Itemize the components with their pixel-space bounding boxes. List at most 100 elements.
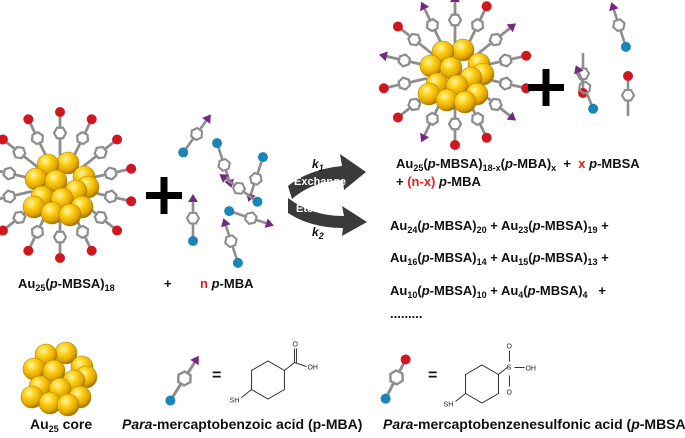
ligand-stick <box>256 158 264 175</box>
carboxyl-head <box>609 2 619 12</box>
ligand <box>165 355 199 406</box>
sulfonate-head <box>86 245 97 256</box>
ligand <box>52 107 68 157</box>
sulfonate-head <box>23 245 34 256</box>
ligand <box>71 114 97 160</box>
etching-label: Etching <box>296 203 337 215</box>
bond <box>498 366 509 375</box>
ligand-stick <box>13 190 33 197</box>
sulfonate-head <box>400 354 411 365</box>
thiol-end <box>588 103 599 114</box>
benzene-ring <box>176 370 192 387</box>
ligand <box>219 174 263 207</box>
ligand-stick <box>183 137 195 152</box>
ligand-stick <box>423 122 432 137</box>
exchange-arrow <box>288 154 366 199</box>
carboxyl-head <box>224 178 234 188</box>
legend-equals-mbsa: = <box>428 367 438 384</box>
bond <box>241 389 252 398</box>
ligand-stick <box>216 144 224 161</box>
thiol-end <box>165 395 176 406</box>
ligand-stick <box>477 41 493 55</box>
ligand-stick <box>242 190 257 202</box>
benzene-ring <box>76 130 90 146</box>
benzene-ring <box>2 166 17 181</box>
atom-sh: SH <box>230 398 240 405</box>
carboxyl-head <box>202 114 211 124</box>
legend-pmbsa-label: Para-mercaptobenzenesulfonic acid (p-MBS… <box>383 416 685 432</box>
benzene-ring <box>185 211 201 225</box>
benzene-ring <box>447 117 463 131</box>
thiol-end <box>188 236 198 246</box>
sulfonate-head <box>126 163 137 174</box>
benzene-ring <box>231 181 247 195</box>
gold-atom <box>56 393 80 417</box>
ligand <box>185 194 201 246</box>
ligand <box>447 100 463 150</box>
ligand-stick <box>498 106 512 118</box>
rate-constant-k1: k1 <box>312 157 324 173</box>
benzene-ring <box>488 32 503 47</box>
benzene-ring <box>93 210 108 225</box>
benzene-ring <box>103 189 118 204</box>
sulfonate-head <box>126 196 137 207</box>
thiol-end <box>178 147 189 158</box>
benzene-ring <box>93 145 108 160</box>
ligand-stick <box>478 7 487 22</box>
etching-products-line1: Au24(p-MBSA)20 + Au23(p-MBSA)19 + <box>390 218 609 235</box>
sulfonate-head <box>450 140 460 150</box>
ligand <box>392 21 433 55</box>
benzene-ring <box>30 130 44 146</box>
rate-constant-k2: k2 <box>312 225 324 241</box>
ligand <box>420 1 444 47</box>
bond <box>284 362 295 371</box>
sulfonate-head <box>481 132 492 143</box>
benzene-ring <box>407 97 422 112</box>
carboxyl-head <box>190 355 199 366</box>
ligand-stick <box>385 382 395 398</box>
exchange-label: Exchange <box>294 176 346 188</box>
carboxyl-head <box>506 23 516 33</box>
ligand-stick <box>224 177 236 187</box>
ligand-stick <box>417 41 433 55</box>
thiol-end <box>224 206 235 217</box>
plus-sign-left <box>146 177 182 214</box>
bond <box>294 362 307 367</box>
ligand-stick <box>255 218 268 225</box>
ligand <box>380 354 411 404</box>
benzene-ring <box>224 234 238 249</box>
atom-oh: OH <box>525 366 536 373</box>
benzene-ring <box>190 126 204 142</box>
ligand-stick <box>612 8 619 21</box>
benzene-ring <box>52 230 68 244</box>
legend-equals-mba: = <box>212 367 222 384</box>
reactant-plus: + <box>164 276 172 291</box>
benzene-ring <box>498 76 513 91</box>
free-pmba-ligands <box>178 114 274 268</box>
ligand <box>574 65 599 114</box>
ligand-stick <box>170 382 183 400</box>
ligand <box>620 71 636 117</box>
ligand <box>482 50 532 68</box>
atom-oh: OH <box>307 365 318 372</box>
ligand <box>82 134 123 168</box>
sulfonate-head <box>55 253 65 263</box>
gold-atom <box>58 203 82 227</box>
benzene-ring <box>243 211 258 225</box>
benzene-ring <box>498 53 513 68</box>
atom-s: S <box>506 365 511 372</box>
carboxyl-head <box>450 0 460 2</box>
benzene-ring <box>577 80 592 95</box>
sulfonate-head <box>0 225 8 236</box>
exchange-product-line1: Au25(p-MBSA)18-x(p-MBA)x + x p-MBSA <box>396 156 640 173</box>
ligand-stick <box>585 91 594 108</box>
thiol-end <box>257 152 268 163</box>
ligand <box>466 1 492 47</box>
ligand <box>178 114 211 158</box>
benzene-ring <box>425 111 439 127</box>
plus-sign-right <box>528 69 564 106</box>
etching-arrow <box>288 198 367 236</box>
